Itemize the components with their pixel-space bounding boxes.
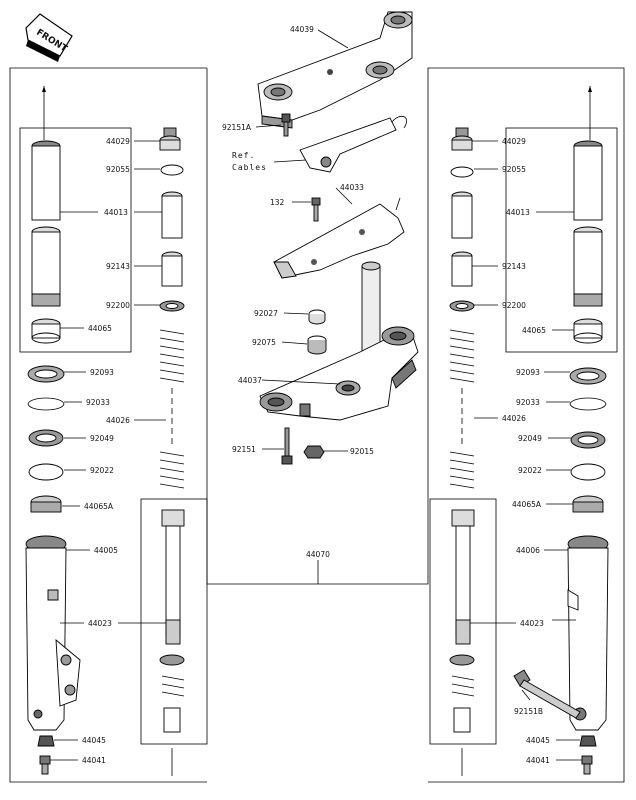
right-clip-92033 [569, 397, 607, 411]
left-spacer-tube [161, 191, 183, 239]
right-pipe-92143 [451, 251, 473, 287]
right-washer-92200 [449, 300, 475, 312]
right-outer-tube [567, 535, 609, 731]
right-seal-92093 [569, 367, 607, 385]
label-fork-assy: 44070 [306, 550, 330, 559]
top-bracket [257, 11, 413, 129]
left-spring-44026 [159, 329, 185, 489]
ref-text-line1: Ref. [232, 151, 255, 160]
label-l-bush-a: 44065A [84, 502, 114, 511]
ref-text-line2: Cables [232, 163, 267, 172]
label-l-cap: 44029 [106, 137, 130, 146]
label-bolt-stem: 92151 [232, 445, 256, 454]
label-l-oilseal: 92049 [90, 434, 114, 443]
right-bush-44065 [573, 318, 603, 344]
label-bolt-132: 132 [270, 198, 285, 207]
right-ring-92022 [570, 463, 606, 481]
right-spring-44026 [449, 329, 475, 489]
right-bolt-92151b [513, 669, 581, 719]
left-ring-92022 [28, 463, 64, 481]
label-r-bolt: 44041 [526, 756, 550, 765]
right-leaders [470, 140, 582, 761]
right-oilseal-92049 [570, 431, 606, 449]
label-l-outer: 44005 [94, 546, 118, 555]
label-l-clip: 92033 [86, 398, 110, 407]
left-bolt-44041 [39, 755, 51, 775]
label-r-pipe: 92143 [502, 262, 526, 271]
right-oring-92055 [450, 166, 474, 178]
label-r-bolt-b: 92151B [514, 707, 543, 716]
label-r-cyl: 44023 [520, 619, 544, 628]
washer-92027 [308, 309, 326, 325]
bolt-132 [311, 197, 321, 222]
label-r-spring: 44026 [502, 414, 526, 423]
label-r-outer: 44006 [516, 546, 540, 555]
label-bolt-top: 92151A [222, 123, 252, 132]
left-seal-92093 [27, 365, 65, 383]
label-l-nut: 44045 [82, 736, 106, 745]
label-nut-92015: 92015 [350, 447, 374, 456]
label-l-washer: 92200 [106, 301, 130, 310]
right-nut-44045 [579, 735, 597, 747]
right-spacer-tube [451, 191, 473, 239]
left-pipe-92143 [161, 251, 183, 287]
right-bolt-44041 [581, 755, 593, 775]
left-bush-44065a [30, 495, 62, 513]
collar-92075 [307, 335, 327, 355]
front-arrow-marker: FRONT [25, 13, 73, 62]
bolt-92151 [281, 427, 293, 465]
label-r-bush-a: 44065A [512, 500, 542, 509]
left-bush-44065 [31, 318, 61, 344]
label-r-ring: 92022 [518, 466, 542, 475]
left-inner-tube [31, 86, 61, 307]
label-l-oring: 92055 [106, 165, 130, 174]
label-cable-guide: 44033 [340, 183, 364, 192]
bolt-92151a [281, 113, 291, 137]
left-clip-92033 [27, 397, 65, 411]
label-r-tube: 44013 [506, 208, 530, 217]
cable-guide-plate [273, 197, 405, 279]
label-r-seal: 92093 [516, 368, 540, 377]
label-r-clip: 92033 [516, 398, 540, 407]
left-cap-44029 [159, 127, 181, 151]
cable-bracket [299, 115, 408, 173]
right-inner-tube [573, 86, 603, 307]
label-l-cyl: 44023 [88, 619, 112, 628]
label-l-seal: 92093 [90, 368, 114, 377]
frame-lines [9, 67, 625, 783]
label-r-oring: 92055 [502, 165, 526, 174]
label-top-bracket: 44039 [290, 25, 314, 34]
right-bush-44065a [572, 495, 604, 513]
label-l-bush: 44065 [88, 324, 112, 333]
label-collar-92075: 92075 [252, 338, 276, 347]
left-leaders [50, 140, 166, 761]
right-cap-44029 [451, 127, 473, 151]
label-r-oilseal: 92049 [518, 434, 542, 443]
label-l-bolt: 44041 [82, 756, 106, 765]
steering-stem [259, 261, 419, 421]
left-oilseal-92049 [28, 429, 64, 447]
label-l-ring: 92022 [90, 466, 114, 475]
left-washer-92200 [159, 300, 185, 312]
label-l-spring: 44026 [106, 416, 130, 425]
label-l-pipe: 92143 [106, 262, 130, 271]
right-cylinder-44023 [449, 509, 475, 733]
label-r-washer: 92200 [502, 301, 526, 310]
left-outer-tube [25, 535, 81, 731]
label-washer-92027: 92027 [254, 309, 278, 318]
label-r-cap: 44029 [502, 137, 526, 146]
left-cylinder-44023 [159, 509, 185, 733]
label-r-nut: 44045 [526, 736, 550, 745]
left-oring-92055 [160, 164, 184, 176]
label-r-bush: 44065 [522, 326, 546, 335]
left-nut-44045 [37, 735, 55, 747]
nut-92015 [303, 445, 325, 459]
label-stem: 44037 [238, 376, 262, 385]
label-l-tube: 44013 [104, 208, 128, 217]
